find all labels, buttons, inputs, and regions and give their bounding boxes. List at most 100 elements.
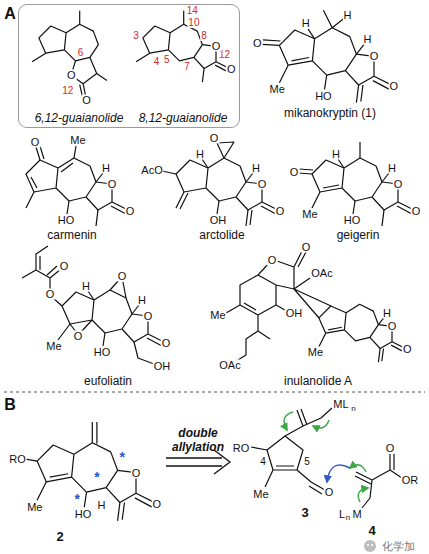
eufoliatin-structure	[22, 246, 166, 364]
structure-stroke	[323, 185, 339, 188]
structure-stroke	[328, 327, 342, 330]
atom-label: O	[289, 167, 300, 178]
atom-label: O	[81, 94, 92, 105]
atom-label: H	[301, 18, 311, 29]
compound-number: 2	[55, 530, 64, 543]
inulanolide-structure	[319, 304, 407, 362]
structure-stroke	[364, 540, 376, 552]
atom-label: OAc	[310, 268, 333, 279]
atom-label: OH	[153, 361, 172, 372]
acrylate-fragment	[350, 454, 402, 508]
allylmetal-fragment	[251, 408, 332, 494]
structure-stroke	[4, 392, 425, 393]
structure-stroke	[327, 465, 350, 482]
subscript: n	[351, 405, 355, 413]
structure-stroke	[382, 173, 389, 182]
compound-name: inulanolide A	[283, 375, 353, 387]
structure-stroke	[176, 158, 246, 201]
atom-label: O	[66, 70, 77, 81]
structure-stroke	[367, 544, 369, 546]
structure-stroke	[292, 58, 310, 61]
structure-stroke	[103, 333, 105, 346]
structure-stroke	[202, 159, 208, 168]
structure-stroke	[319, 333, 326, 347]
skeleton-caption: 8,12-guaianolide	[139, 111, 228, 125]
structure-stroke	[118, 503, 125, 521]
atom-number: 7	[183, 62, 191, 72]
structure-stroke	[37, 443, 118, 492]
subscript: n	[346, 514, 350, 522]
atom-label: HO	[343, 215, 362, 226]
atom-label: O	[324, 487, 335, 498]
compound-number: 4	[367, 524, 376, 537]
structure-stroke	[32, 11, 107, 81]
atom-label: O	[393, 179, 404, 190]
atom-label: H	[251, 163, 261, 174]
atom-label: O	[30, 137, 41, 148]
structure-stroke	[132, 305, 139, 314]
structure-stroke	[143, 24, 203, 61]
atom-label: H	[387, 163, 397, 174]
atom-label: Me	[269, 84, 286, 95]
atom-label: O	[267, 255, 278, 266]
atom-label: M	[351, 509, 362, 520]
atom-label: Me	[209, 310, 226, 321]
structure-stroke	[96, 173, 103, 182]
structure-stroke	[356, 85, 363, 103]
reaction-label: double allylation	[161, 426, 235, 455]
atom-label: Me	[301, 209, 318, 220]
watermark: 化学加	[381, 541, 416, 552]
atom-label: Me	[45, 341, 62, 352]
atom-label: OAc	[218, 360, 241, 371]
mikanokryptin-structure	[262, 10, 394, 102]
stereocenter-mark: *	[118, 450, 125, 464]
structure-stroke	[50, 474, 68, 477]
structure-stroke	[67, 201, 69, 214]
structure-stroke	[312, 158, 382, 201]
panel-letter: B	[3, 397, 17, 413]
atom-number: 3	[132, 31, 140, 41]
atom-label: HO	[74, 509, 93, 520]
structure-stroke	[136, 11, 184, 62]
atom-label: OH	[285, 308, 304, 319]
structure-stroke	[26, 158, 96, 201]
structure-stroke	[26, 146, 76, 208]
atom-label: O	[107, 179, 118, 190]
structure-stroke	[246, 173, 253, 182]
atom-number: 5	[303, 457, 311, 467]
skeleton-caption: 6,12-guaianolide	[35, 111, 124, 125]
structure-stroke	[371, 544, 373, 546]
atom-label: H	[81, 281, 91, 292]
structure-stroke	[308, 29, 315, 39]
atom-number: 14	[186, 6, 199, 16]
atom-number: 12	[61, 86, 74, 96]
compound-name: arctolide	[198, 229, 245, 241]
atom-label: H	[343, 9, 353, 20]
structure-stroke	[24, 422, 96, 500]
atom-label: HO	[57, 215, 76, 226]
atom-number: 4	[153, 57, 161, 67]
atom-label: OR	[401, 475, 420, 486]
atom-number: 8	[200, 31, 208, 41]
structure-stroke	[39, 24, 99, 61]
structure-stroke	[378, 349, 383, 363]
structure-stroke	[96, 210, 98, 226]
atom-label: O	[275, 206, 286, 217]
atom-label: O	[151, 498, 162, 509]
atom-label: O	[45, 289, 56, 300]
structure-stroke	[353, 201, 355, 214]
atom-label: O	[301, 242, 312, 253]
compound-name: geigerin	[336, 229, 381, 241]
compound-name: eufoliatin	[83, 375, 133, 387]
structure-stroke	[319, 304, 379, 341]
atom-label: O	[226, 64, 237, 75]
structure-stroke	[162, 142, 234, 209]
atom-number: 6	[77, 48, 85, 58]
structure-stroke	[338, 159, 344, 168]
atom-label: H	[382, 307, 392, 318]
atom-label: AcO	[140, 165, 163, 176]
stereocenter-mark: *	[93, 470, 100, 484]
structure-stroke	[279, 28, 356, 75]
atom-label: O	[73, 331, 84, 342]
atom-label: H	[137, 295, 147, 306]
